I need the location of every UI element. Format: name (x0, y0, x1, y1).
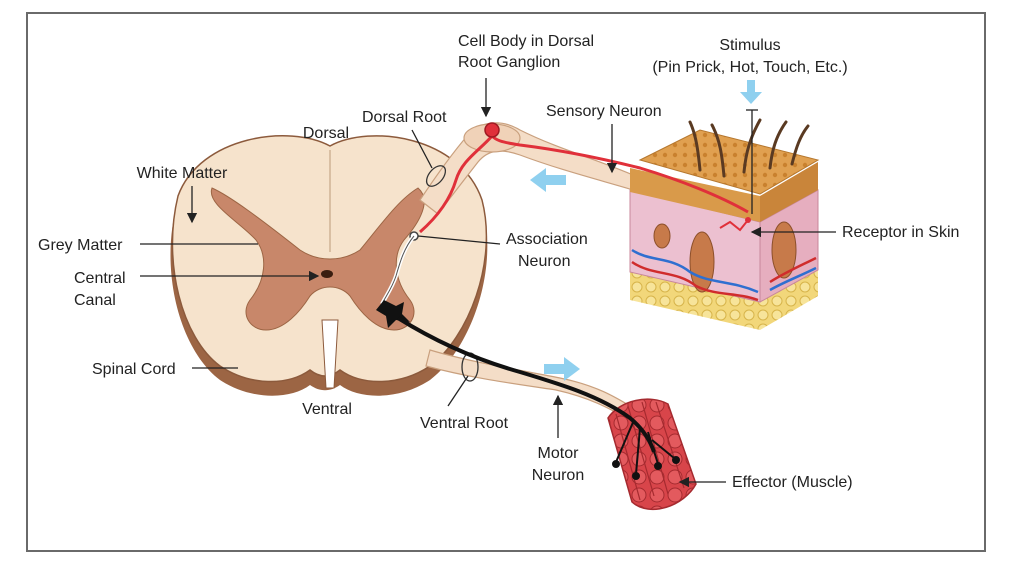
association-neuron-path (380, 234, 416, 305)
labels: Dorsal Ventral White Matter Grey Matter … (38, 33, 959, 491)
motor-end-plates (612, 419, 680, 480)
motor-neuron-path (376, 300, 680, 480)
label-dorsal-root: Dorsal Root (362, 109, 447, 126)
label-cell-body-1: Cell Body in Dorsal (458, 33, 594, 50)
ventral-root (425, 349, 641, 423)
label-stimulus-1: Stimulus (719, 37, 780, 54)
skin-fat-layer (630, 268, 818, 330)
label-spinal-cord: Spinal Cord (92, 361, 176, 378)
label-white-matter: White Matter (137, 165, 228, 182)
motor-neuron-fiber (396, 316, 656, 453)
skin-epidermis-side (760, 162, 818, 222)
label-effector: Effector (Muscle) (732, 474, 853, 491)
label-sensory-neuron: Sensory Neuron (546, 103, 662, 120)
ventral-fissure (321, 319, 339, 389)
label-association-neuron-2: Neuron (518, 253, 570, 270)
hair-follicles (653, 221, 797, 293)
label-dorsal: Dorsal (303, 125, 349, 142)
ventral-root-leader (447, 375, 469, 407)
leader-lines (140, 78, 836, 488)
muscle-bundle (607, 398, 697, 511)
label-motor-neuron-1: Motor (538, 445, 580, 462)
grey-matter (210, 187, 425, 331)
label-stimulus-2: (Pin Prick, Hot, Touch, Etc.) (652, 59, 847, 76)
motor-direction-arrow (544, 357, 580, 381)
dorsal-root-ring (425, 165, 447, 187)
sensory-direction-arrow (530, 168, 566, 192)
label-receptor-in-skin: Receptor in Skin (842, 224, 959, 241)
sensory-receptor (719, 217, 751, 232)
association-neuron-leader (417, 235, 501, 245)
dorsal-root-leader (411, 129, 433, 169)
label-central-canal-1: Central (74, 270, 126, 287)
signal-direction-arrows (530, 80, 762, 381)
association-neuron-outline (381, 235, 415, 305)
muscle-body (607, 398, 697, 511)
label-cell-body-2: Root Ganglion (458, 54, 560, 71)
label-ventral: Ventral (302, 401, 352, 418)
label-grey-matter: Grey Matter (38, 237, 123, 254)
sensory-neuron-path (409, 122, 749, 241)
label-motor-neuron-2: Neuron (532, 467, 584, 484)
label-ventral-root: Ventral Root (420, 415, 509, 432)
stimulus-arrow (740, 80, 762, 104)
central-canal (321, 270, 333, 278)
label-association-neuron-1: Association (506, 231, 588, 248)
spinal-cord-cross-section (170, 135, 488, 396)
hair-strands (688, 118, 810, 178)
sensory-cell-body (484, 122, 500, 138)
sensory-neuron-fiber (419, 133, 749, 234)
skin-epidermis-front (630, 168, 760, 222)
motor-cell-body (376, 300, 410, 328)
skin-epidermis-top (638, 129, 820, 195)
ventral-root-nerve (425, 349, 641, 423)
skin-blood-vessels (631, 248, 817, 302)
label-central-canal-2: Canal (74, 292, 116, 309)
skin-block (629, 118, 820, 330)
